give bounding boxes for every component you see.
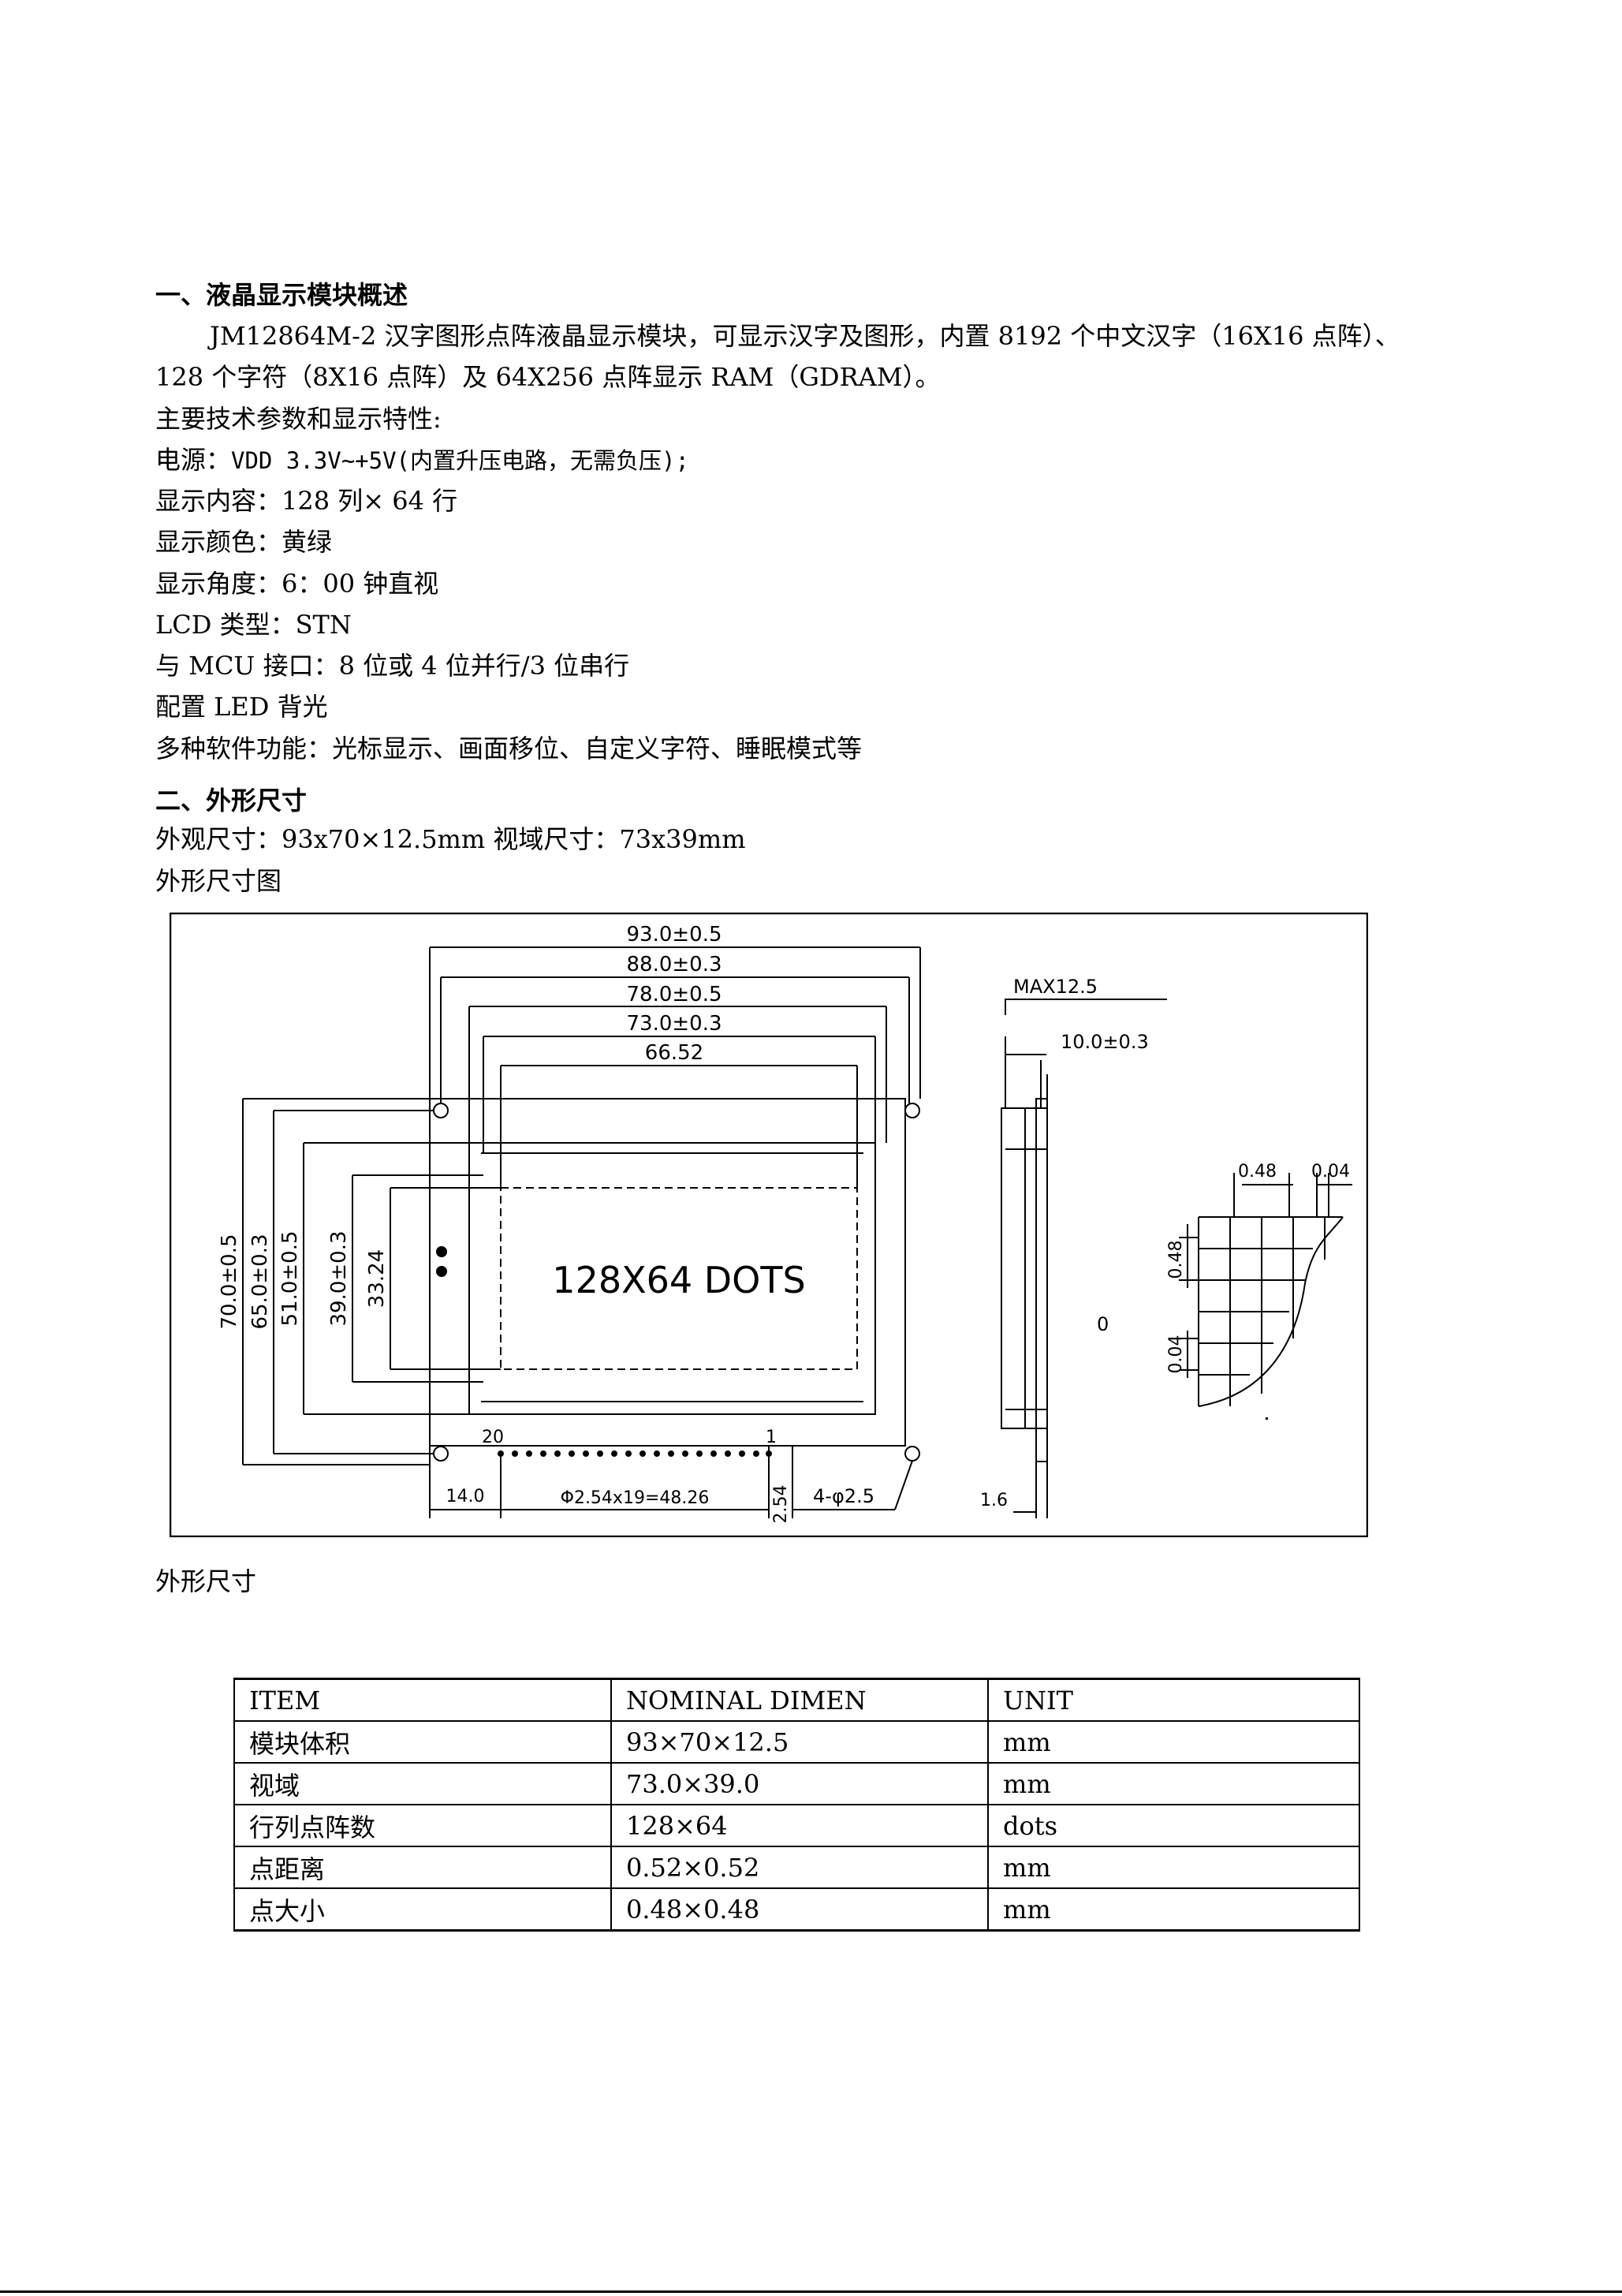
- mount-hole-tr: [904, 1103, 920, 1118]
- section1-heading: 一、液晶显示模块概述: [155, 280, 408, 310]
- dim-3324: 33.24: [365, 1249, 389, 1308]
- mount-hole-bl: [433, 1446, 449, 1462]
- dim-51: 51.0±0.5: [278, 1230, 302, 1326]
- display-color: 显示颜色：黄绿: [155, 527, 333, 557]
- table-cell: 点距离: [233, 1846, 612, 1889]
- dot-size-v: 0.48: [1166, 1241, 1186, 1279]
- power-value: VDD 3.3V~+5V(内置升压电路，无需负压);: [231, 447, 689, 474]
- dot-gap-h: 0.04: [1311, 1162, 1350, 1182]
- dim-hole: 4-φ2.5: [813, 1485, 874, 1507]
- dot-area: [500, 1187, 858, 1370]
- dim-14: 14.0: [446, 1487, 485, 1506]
- table-cell: mm: [987, 1846, 1360, 1889]
- table-cell: mm: [987, 1720, 1360, 1764]
- pin-20: 20: [482, 1428, 504, 1447]
- table-cell: 128×64: [610, 1804, 989, 1847]
- table-row: 点距离 0.52×0.52 mm: [233, 1846, 1360, 1889]
- software-functions: 多种软件功能：光标显示、画面移位、自定义字符、睡眠模式等: [155, 734, 863, 763]
- dim-88: 88.0±0.3: [626, 953, 722, 976]
- led-backlight: 配置 LED 背光: [155, 692, 328, 722]
- dimension-table: ITEM NOMINAL DIMEN UNIT 模块体积 93×70×12.5 …: [233, 1678, 1360, 1932]
- table-cell: 73.0×39.0: [610, 1762, 989, 1805]
- dot-gap-v: 0.04: [1166, 1335, 1186, 1374]
- params-title: 主要技术参数和显示特性:: [155, 404, 442, 434]
- dot-size-h: 0.48: [1238, 1162, 1277, 1182]
- dim-78: 78.0±0.5: [626, 983, 722, 1006]
- table-row: 模块体积 93×70×12.5 mm: [233, 1720, 1360, 1764]
- display-angle: 显示角度：6：00 钟直视: [155, 569, 439, 599]
- side-max-leader: [1005, 999, 1167, 1015]
- dim-10: 10.0±0.3: [1061, 1031, 1149, 1053]
- screen-label: 128X64 DOTS: [552, 1259, 805, 1301]
- table-header-cell: NOMINAL DIMEN: [610, 1678, 989, 1722]
- footer-rule: [0, 2290, 1622, 2293]
- table-cell: 视域: [233, 1762, 612, 1805]
- table-cell: 行列点阵数: [233, 1804, 612, 1847]
- display-content: 显示内容：128 列× 64 行: [155, 486, 458, 516]
- table-cell: mm: [987, 1762, 1360, 1805]
- drawing-frame: [170, 913, 1368, 1537]
- dim-70: 70.0±0.5: [218, 1234, 241, 1329]
- intro-line-2: 128 个字符（8X16 点阵）及 64X256 点阵显示 RAM（GDRAM）…: [155, 362, 941, 392]
- table-cell: mm: [987, 1887, 1360, 1932]
- lcd-bezel: [468, 1142, 876, 1415]
- table-cell: 点大小: [233, 1887, 612, 1932]
- led-marks: [436, 1246, 447, 1277]
- dim-65: 65.0±0.3: [248, 1234, 272, 1329]
- table-row: 点大小 0.48×0.48 mm: [233, 1887, 1360, 1932]
- dim-16: 1.6: [980, 1491, 1008, 1510]
- table-header-cell: UNIT: [987, 1678, 1360, 1722]
- zero-mark: 0: [1097, 1313, 1109, 1335]
- side-pcb: [1035, 1098, 1048, 1462]
- pin-1: 1: [766, 1428, 777, 1447]
- table-cell: 0.52×0.52: [610, 1846, 989, 1889]
- table-cell: 0.48×0.48: [610, 1887, 989, 1932]
- table-cell: dots: [987, 1804, 1360, 1847]
- table-row: 行列点阵数 128×64 dots: [233, 1804, 1360, 1847]
- dim-93: 93.0±0.5: [626, 923, 722, 946]
- dim-39: 39.0±0.3: [327, 1230, 351, 1326]
- dim-73: 73.0±0.3: [626, 1012, 722, 1036]
- mount-hole-br: [904, 1446, 920, 1462]
- connector-pins: [498, 1450, 772, 1457]
- size-line: 外观尺寸：93x70×12.5mm 视域尺寸：73x39mm: [155, 824, 746, 854]
- drawing-caption: 外形尺寸图: [155, 866, 282, 896]
- mount-hole-tl: [433, 1103, 449, 1118]
- dim-pitch: Φ2.54x19=48.26: [561, 1488, 710, 1508]
- dim-254: 2.54: [771, 1485, 791, 1524]
- dimension-drawing-svg: 93.0±0.5 88.0±0.3 78.0±0.5 73.0±0.3 66.5…: [170, 913, 1368, 1537]
- lcd-type: LCD 类型：STN: [155, 610, 352, 640]
- module-outline: [429, 1098, 906, 1447]
- dimension-drawing: 93.0±0.5 88.0±0.3 78.0±0.5 73.0±0.3 66.5…: [170, 913, 1368, 1537]
- dim-6652: 66.52: [645, 1041, 703, 1065]
- table-caption: 外形尺寸: [155, 1566, 257, 1596]
- table-cell: 模块体积: [233, 1720, 612, 1764]
- power-label: 电源：: [155, 445, 232, 475]
- table-cell: 93×70×12.5: [610, 1720, 989, 1764]
- table-row: 视域 73.0×39.0 mm: [233, 1762, 1360, 1805]
- max-thickness: MAX12.5: [1013, 976, 1098, 998]
- table-header-cell: ITEM: [233, 1678, 612, 1722]
- section2-heading: 二、外形尺寸: [155, 786, 308, 816]
- dot-detail-grid: [1179, 1173, 1352, 1407]
- mcu-interface: 与 MCU 接口：8 位或 4 位并行/3 位串行: [155, 651, 630, 681]
- intro-line-1: JM12864M-2 汉字图形点阵液晶显示模块，可显示汉字及图形，内置 8192…: [210, 321, 1400, 351]
- table-header-row: ITEM NOMINAL DIMEN UNIT: [233, 1678, 1360, 1722]
- power-line: 电源：VDD 3.3V~+5V(内置升压电路，无需负压);: [155, 444, 689, 476]
